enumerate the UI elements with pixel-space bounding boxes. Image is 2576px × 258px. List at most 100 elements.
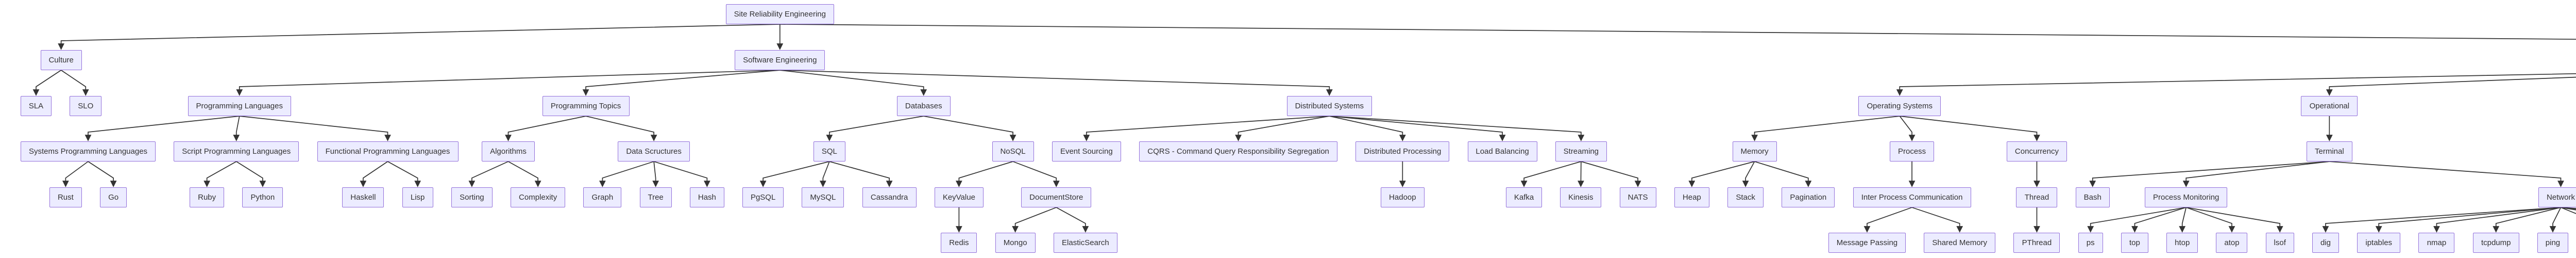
edge-operating-systems-to-process	[1899, 116, 1916, 141]
node-sla: SLA	[21, 96, 52, 116]
node-network: Network	[2538, 187, 2576, 207]
edge-script-programming-languages-to-python	[236, 161, 266, 187]
edge-distributed-systems-to-load-balancing	[1329, 116, 1506, 141]
node-concurrency: Concurrency	[2006, 141, 2067, 162]
node-process-monitoring: Process Monitoring	[2145, 187, 2228, 207]
edge-distributed-systems-to-streaming	[1329, 116, 1585, 141]
edge-systems-programming-languages-to-rust	[62, 161, 89, 187]
node-iptables: iptables	[2357, 233, 2401, 253]
node-sorting: Sorting	[451, 187, 493, 207]
node-streaming: Streaming	[1555, 141, 1607, 162]
edge-programming-languages-to-script-programming-languages	[233, 116, 240, 141]
edge-software-engineering-to-programming-languages	[236, 70, 780, 96]
node-heap: Heap	[1674, 187, 1709, 207]
node-redis: Redis	[941, 233, 977, 253]
node-ps: ps	[2078, 233, 2103, 253]
node-programming-topics: Programming Topics	[542, 96, 630, 116]
edge-databases-to-sql	[826, 116, 924, 141]
node-distributed-systems: Distributed Systems	[1286, 96, 1372, 116]
edge-culture-to-slo	[61, 70, 89, 96]
edge-network-to-tcpdump	[2493, 207, 2561, 233]
node-hash: Hash	[689, 187, 724, 207]
node-haskell: Haskell	[342, 187, 384, 207]
edge-culture-to-sla	[32, 70, 62, 96]
edge-nosql-to-keyvalue	[956, 161, 1013, 187]
edge-databases-to-nosql	[923, 116, 1016, 141]
edge-software-engineering-to-distributed-systems	[779, 70, 1333, 96]
edge-functional-programming-languages-to-lisp	[387, 161, 421, 187]
node-site-reliability-engineering: Site Reliability Engineering	[725, 4, 834, 24]
node-python: Python	[242, 187, 283, 207]
node-load-balancing: Load Balancing	[1467, 141, 1537, 162]
edge-programming-topics-to-algorithms	[505, 116, 586, 141]
node-dig: dig	[2312, 233, 2339, 253]
edge-network-to-mtr	[2561, 207, 2576, 214]
edge-network-to-nmap	[2433, 207, 2561, 233]
node-atop: atop	[2216, 233, 2248, 253]
node-slo: SLO	[70, 96, 102, 116]
node-sql: SQL	[813, 141, 845, 162]
edge-programming-languages-to-systems-programming-languages	[84, 116, 240, 141]
edge-network-to-traceroute	[2561, 207, 2576, 211]
node-bash: Bash	[2075, 187, 2110, 207]
node-complexity: Complexity	[511, 187, 566, 207]
edge-process-monitoring-to-top	[2131, 207, 2187, 233]
edge-software-engineering-to-programming-topics	[582, 70, 780, 96]
edge-distributed-systems-to-cqrs-command-query-responsibility-segregation	[1235, 116, 1330, 141]
edge-distributed-systems-to-distributed-processing	[1329, 116, 1406, 141]
node-mongo: Mongo	[995, 233, 1036, 253]
edge-algorithms-to-sorting	[468, 161, 509, 187]
edge-process-monitoring-to-ps	[2087, 207, 2187, 233]
edge-inter-process-communication-to-shared-memory	[1911, 207, 1963, 233]
edge-systems-programming-languages-to-go	[88, 161, 117, 187]
node-nats: NATS	[1619, 187, 1656, 207]
edge-programming-topics-to-data-scructures	[585, 116, 657, 141]
edge-inter-process-communication-to-message-passing	[1863, 207, 1912, 233]
edge-algorithms-to-complexity	[508, 161, 541, 187]
edge-terminal-to-process-monitoring	[2182, 161, 2330, 187]
node-ruby: Ruby	[190, 187, 225, 207]
node-hadoop: Hadoop	[1380, 187, 1425, 207]
edge-streaming-to-nats	[1581, 161, 1641, 187]
edge-streaming-to-kafka	[1520, 161, 1582, 187]
node-software-engineering: Software Engineering	[735, 50, 825, 70]
node-culture: Culture	[40, 50, 82, 70]
edge-process-monitoring-to-lsof	[2186, 207, 2283, 233]
edge-network-to-ping	[2549, 207, 2562, 233]
node-nmap: nmap	[2418, 233, 2455, 253]
node-functional-programming-languages: Functional Programming Languages	[317, 141, 459, 162]
node-pagination: Pagination	[1782, 187, 1835, 207]
node-algorithms: Algorithms	[482, 141, 535, 162]
edge-programming-languages-to-functional-programming-languages	[239, 116, 391, 141]
node-elasticsearch: ElasticSearch	[1053, 233, 1117, 253]
edge-sql-to-cassandra	[829, 161, 893, 187]
node-top: top	[2121, 233, 2148, 253]
node-inter-process-communication: Inter Process Communication	[1853, 187, 1971, 207]
node-mysql: MySQL	[802, 187, 844, 207]
edge-software-engineering-to-databases	[779, 70, 927, 96]
edge-script-programming-languages-to-ruby	[204, 161, 237, 187]
edge-memory-to-pagination	[1754, 161, 1812, 187]
edge-sql-to-mysql	[820, 161, 830, 187]
node-memory: Memory	[1732, 141, 1777, 162]
edge-operations-to-operating-systems	[1896, 73, 2576, 96]
node-cassandra: Cassandra	[862, 187, 917, 207]
edge-operating-systems-to-memory	[1751, 116, 1900, 141]
node-nosql: NoSQL	[992, 141, 1034, 162]
node-databases: Databases	[896, 96, 951, 116]
edge-network-to-airmon	[2561, 207, 2576, 209]
node-go: Go	[100, 187, 127, 207]
node-ping: ping	[2537, 233, 2568, 253]
node-keyvalue: KeyValue	[934, 187, 984, 207]
edge-process-monitoring-to-htop	[2179, 207, 2187, 233]
edge-data-scructures-to-hash	[653, 161, 710, 187]
node-kafka: Kafka	[1506, 187, 1543, 207]
edge-network-to-dig	[2322, 207, 2561, 233]
edge-operating-systems-to-concurrency	[1900, 116, 2040, 141]
node-pthread: PThread	[2013, 233, 2060, 253]
edge-memory-to-heap	[1688, 161, 1755, 187]
node-rust: Rust	[49, 187, 82, 207]
node-documentstore: DocumentStore	[1021, 187, 1092, 207]
